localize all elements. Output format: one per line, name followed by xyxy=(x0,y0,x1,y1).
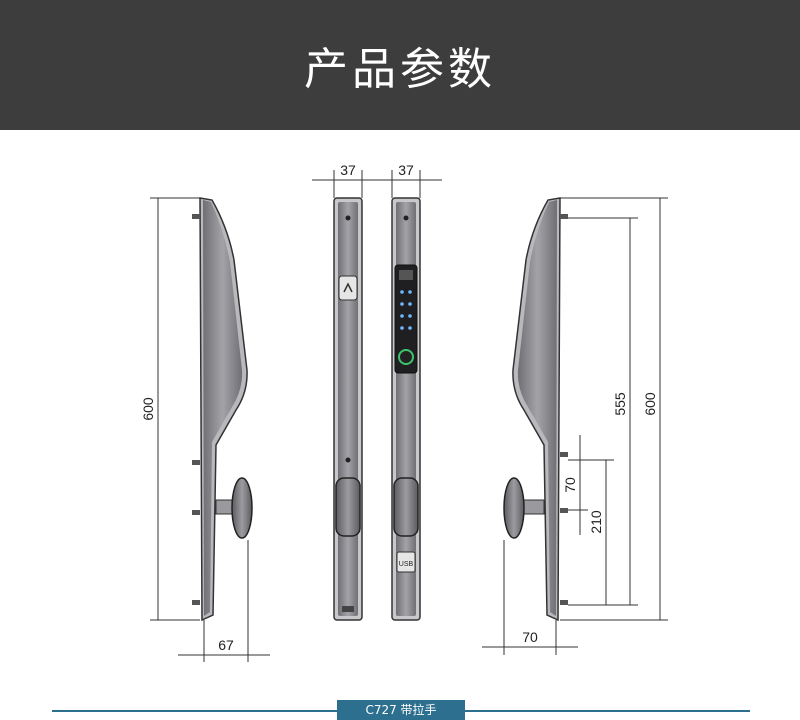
product-dimension-diagram: USB xyxy=(140,162,668,662)
usb-label: USB xyxy=(399,561,414,568)
screw-icon xyxy=(345,215,351,221)
left-side-view xyxy=(192,197,253,622)
dim-depth-left: 67 xyxy=(218,637,234,653)
fingerprint-sensor-icon xyxy=(398,349,414,365)
dim-width-left: 37 xyxy=(340,162,356,178)
dim-height-right-inner: 555 xyxy=(612,392,628,416)
dim-spacing-mid: 210 xyxy=(588,510,604,534)
dim-depth-right: 70 xyxy=(522,629,538,645)
model-label: C727 带拉手 xyxy=(337,700,465,720)
page-title: 产品参数 xyxy=(304,44,496,95)
right-side-view xyxy=(503,197,568,622)
nfc-reader-icon xyxy=(338,275,358,301)
screw-icon xyxy=(345,457,351,463)
header-banner: 产品参数 xyxy=(0,0,800,130)
dimension-labels: 37 37 600 600 555 210 70 67 70 xyxy=(140,162,658,653)
dim-width-right: 37 xyxy=(398,162,414,178)
usb-port-icon xyxy=(396,551,416,573)
handle-grip-icon xyxy=(393,477,419,537)
dimension-lines xyxy=(150,170,668,662)
front-view-rear-handle xyxy=(333,197,363,621)
thumb-turn-icon xyxy=(335,477,361,537)
dim-spacing-small: 70 xyxy=(562,477,578,493)
screw-icon xyxy=(403,215,409,221)
dim-height-left: 600 xyxy=(140,397,156,421)
front-view-keypad-handle: USB xyxy=(391,197,421,621)
dim-height-right-total: 600 xyxy=(642,392,658,416)
